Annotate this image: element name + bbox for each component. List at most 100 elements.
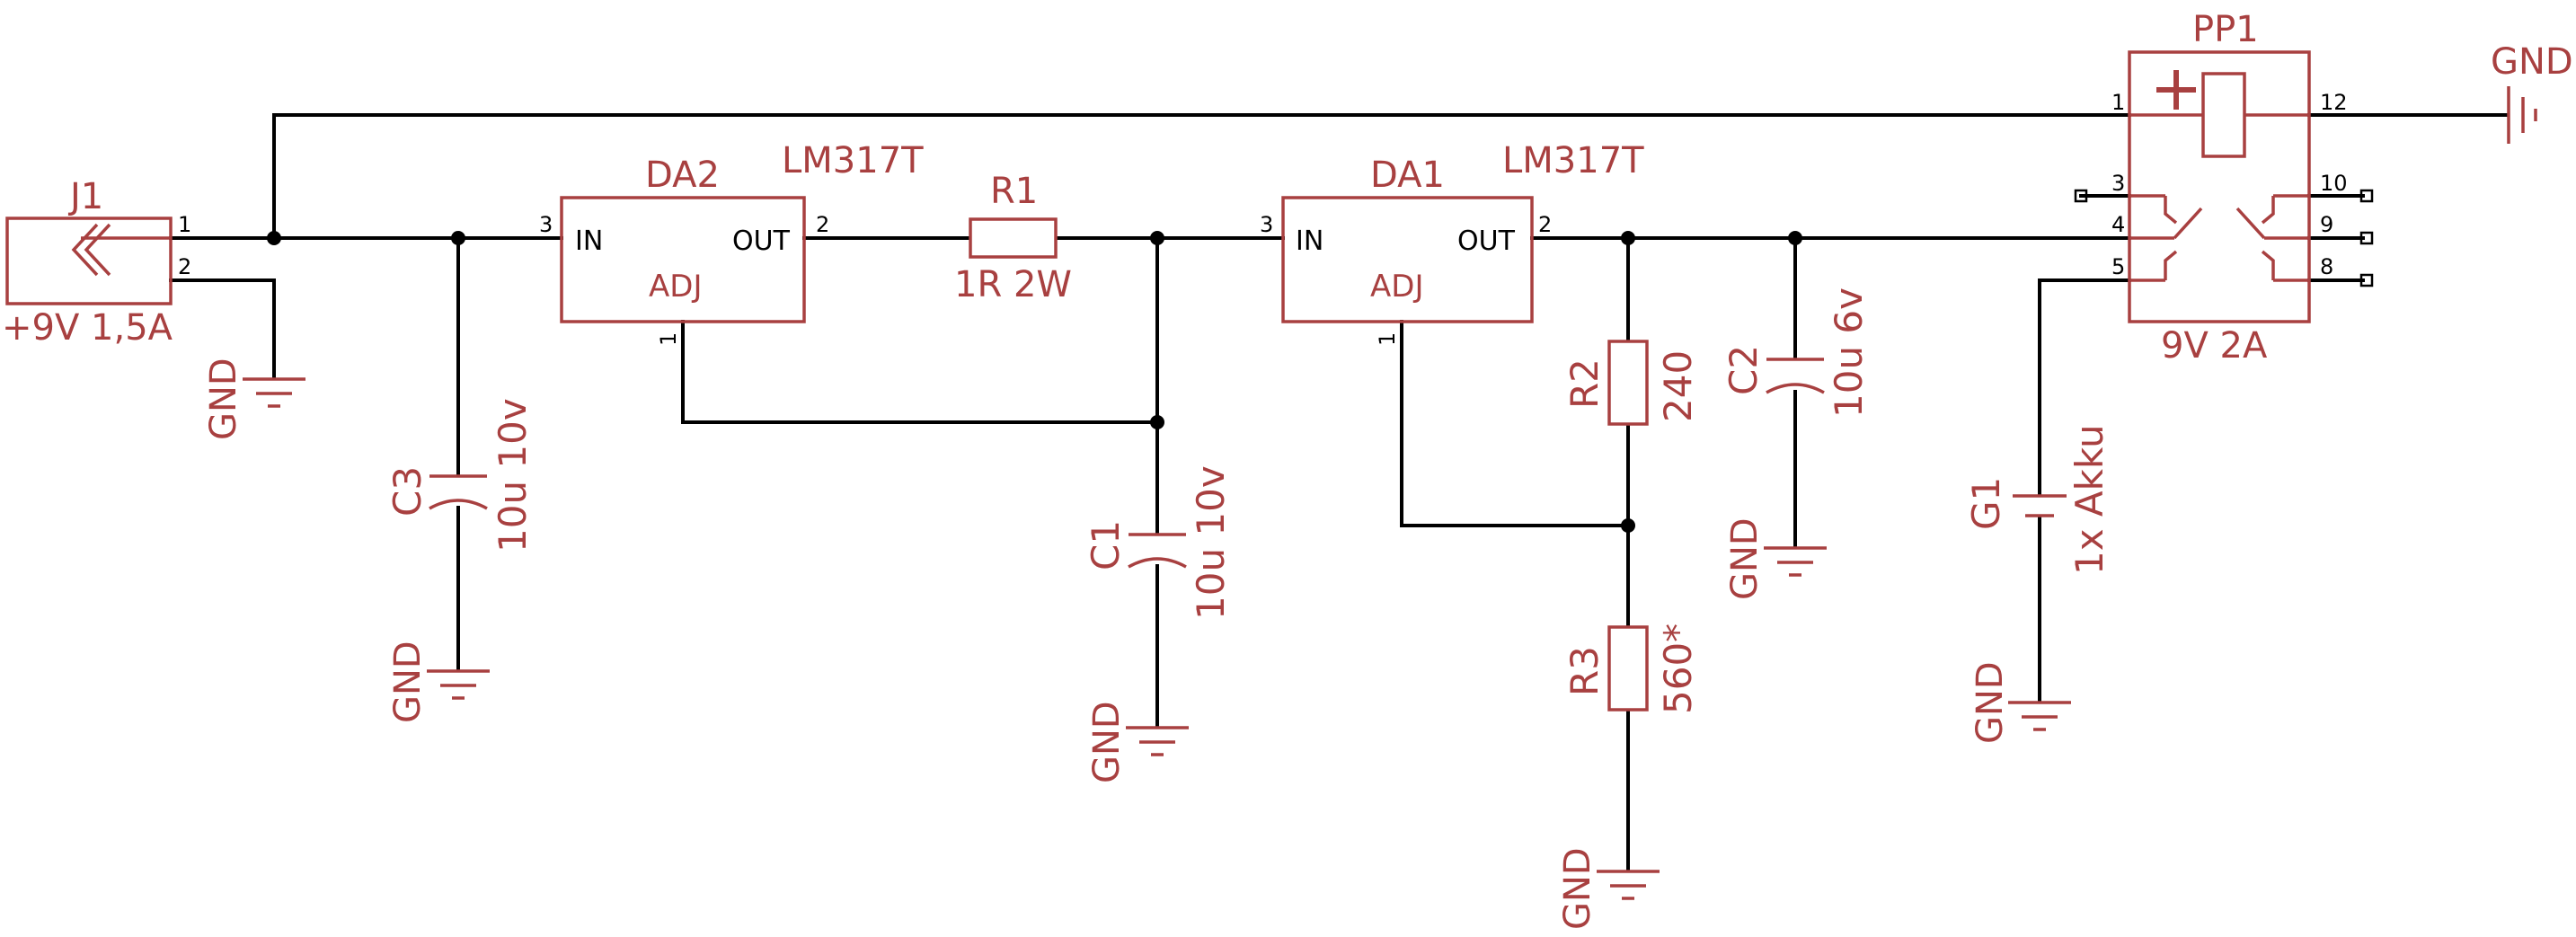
da2-pin2-num: 2 [816, 212, 829, 237]
j1-pin1: 1 [178, 212, 191, 237]
capacitor-c3: C3 10u 10v [385, 398, 535, 552]
junction-dot [1788, 231, 1802, 245]
c2-name: C2 [1722, 345, 1766, 395]
junctions [267, 231, 1802, 533]
gnd-label: GND [2491, 41, 2573, 83]
pp1-contact-nc-left [2164, 196, 2178, 225]
junction-dot [1621, 231, 1635, 245]
g1-value: 1x Akku [2067, 424, 2111, 575]
wire-da2-adj [681, 320, 1159, 424]
gnd-j1: GND [203, 358, 305, 440]
junction-dot [267, 231, 281, 245]
gnd-pp1: GND [2491, 41, 2573, 144]
gnd-label: GND [387, 641, 429, 723]
wire-pp1-5-g1 [2038, 278, 2131, 496]
wires [169, 113, 2509, 871]
wire-j1-gnd [169, 278, 276, 379]
j1-pin2: 2 [178, 254, 191, 279]
gnd-c3: GND [387, 641, 490, 723]
capacitor-c1: C1 10u 10v [1084, 465, 1233, 620]
da2-pin3-num: 3 [539, 212, 553, 237]
pp1-pin-num: 1 [2111, 90, 2125, 115]
da2-pin-in: IN [575, 225, 603, 257]
c2-value: 10u 6v [1827, 287, 1871, 418]
da2-type: LM317T [782, 140, 924, 181]
pp1-contact-nc-right [2261, 196, 2275, 225]
gnd-r3: GND [1557, 847, 1660, 930]
junction-dot [1621, 518, 1635, 533]
pp1-terminal [2359, 189, 2374, 203]
c2-plate-bottom [1766, 383, 1825, 394]
gnd-c1: GND [1086, 701, 1189, 783]
r3-value: 560* [1656, 623, 1700, 714]
pp1-pin-num: 12 [2320, 90, 2348, 115]
relay-pp1: PP1 9V 2A 1 12 3 4 5 10 9 8 [2074, 9, 2374, 367]
da2-name: DA2 [645, 155, 720, 196]
gnd-label: GND [203, 358, 244, 440]
gnd-g1: GND [1970, 661, 2071, 744]
pp1-body [2128, 50, 2311, 323]
pp1-pin-num: 5 [2111, 254, 2125, 279]
j1-plug-symbol [71, 223, 99, 277]
pp1-name: PP1 [2192, 9, 2259, 50]
pp1-contact-no-right [2261, 250, 2275, 280]
pp1-value: 9V 2A [2161, 325, 2268, 367]
battery-g1: G1 1x Akku [1964, 424, 2111, 575]
pp1-terminal [2359, 273, 2374, 287]
da1-name: DA1 [1370, 155, 1445, 196]
pp1-terminal [2359, 231, 2374, 245]
resistor-r2: R2 240 [1562, 340, 1700, 426]
pp1-pin-num: 4 [2111, 212, 2125, 237]
r2-name: R2 [1562, 358, 1607, 409]
da2-pin-adj: ADJ [649, 269, 702, 305]
c3-name: C3 [385, 466, 429, 517]
regulator-da1: DA1 LM317T IN OUT ADJ 3 2 1 [1260, 140, 1644, 346]
pp1-contact-blade-right [2235, 207, 2266, 240]
r2-body [1607, 340, 1649, 426]
da2-pin-out: OUT [732, 225, 791, 257]
r3-body [1607, 625, 1649, 712]
da2-pin1-num: 1 [656, 332, 681, 346]
resistor-r1: R1 1R 2W [954, 171, 1072, 305]
pp1-coil [2201, 72, 2246, 158]
pp1-pin-num: 9 [2320, 212, 2333, 237]
r2-value: 240 [1656, 350, 1700, 422]
j1-body [5, 217, 173, 305]
r1-name: R1 [990, 171, 1038, 212]
gnd-c2: GND [1724, 517, 1827, 600]
gnd-label: GND [1086, 701, 1128, 783]
regulator-da2: DA2 LM317T IN OUT ADJ 3 2 1 [539, 140, 924, 346]
pp1-contact-blade-left [2173, 207, 2203, 240]
j1-name: J1 [67, 176, 103, 217]
junction-dot [451, 231, 465, 245]
pp1-pin-num: 3 [2111, 171, 2125, 196]
da1-pin1-num: 1 [1375, 332, 1400, 346]
j1-value: +9V 1,5A [2, 307, 173, 349]
da1-pin-out: OUT [1457, 225, 1516, 257]
da1-body [1281, 196, 1534, 323]
c1-name: C1 [1084, 520, 1128, 570]
pp1-pin-num: 8 [2320, 254, 2333, 279]
da1-pin-in: IN [1296, 225, 1323, 257]
wire-da1-adj [1400, 320, 1630, 527]
junction-dot [1150, 415, 1164, 429]
c3-plate-bottom [429, 499, 488, 510]
da1-type: LM317T [1502, 140, 1644, 181]
gnd-label: GND [1724, 517, 1766, 600]
r1-value: 1R 2W [954, 264, 1072, 305]
c1-value: 10u 10v [1189, 465, 1233, 620]
resistor-r3: R3 560* [1562, 623, 1700, 714]
gnd-label: GND [1970, 661, 2011, 744]
c3-value: 10u 10v [491, 398, 535, 552]
r1-body [969, 217, 1058, 259]
pp1-contact-no-left [2164, 250, 2178, 280]
j1-plug-symbol [84, 223, 111, 277]
connector-j1: J1 +9V 1,5A 1 2 [2, 176, 191, 349]
da2-body [560, 196, 806, 323]
da1-pin2-num: 2 [1538, 212, 1552, 237]
capacitor-c2: C2 10u 6v [1722, 287, 1871, 418]
junction-dot [1150, 231, 1164, 245]
pp1-terminal [2074, 189, 2088, 203]
da1-pin3-num: 3 [1260, 212, 1273, 237]
